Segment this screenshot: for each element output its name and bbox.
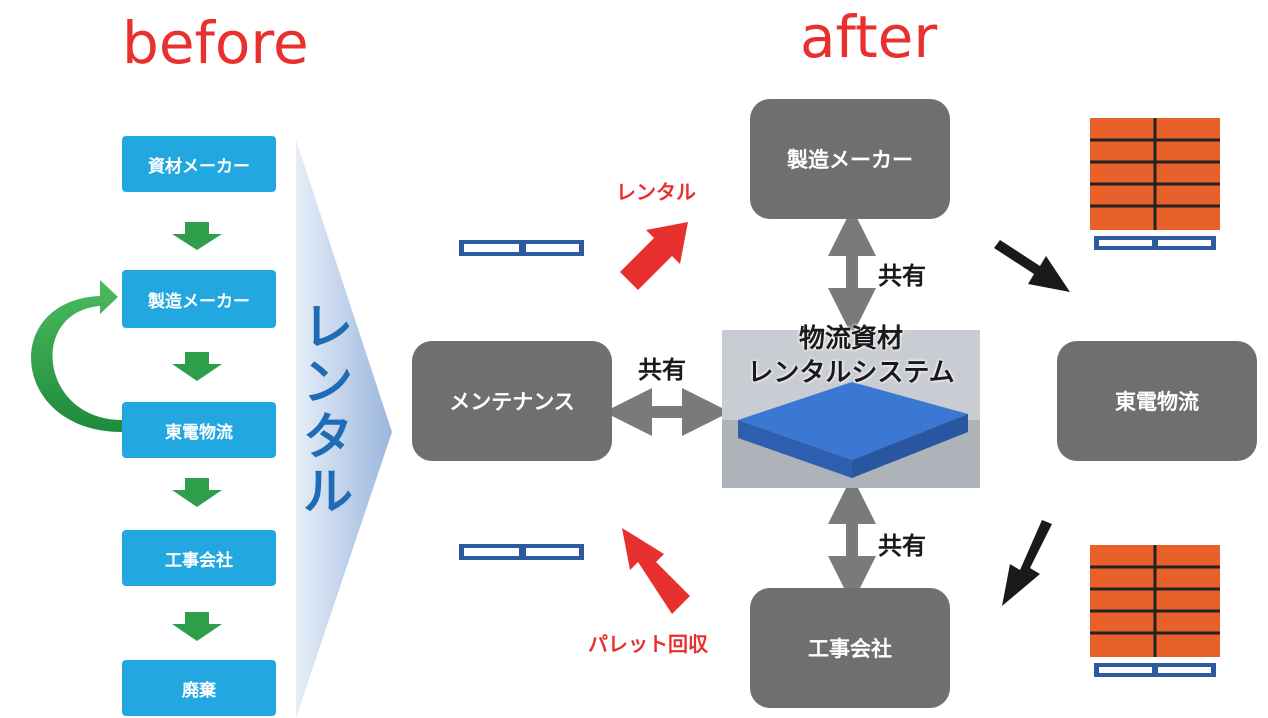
step-logistics: 東電物流: [122, 402, 276, 458]
step-down-arrows: [172, 222, 222, 641]
share-label-left: 共有: [638, 356, 686, 384]
rental-vertical-label: レンタル: [303, 298, 353, 521]
cargo-stack-bottom: [1090, 545, 1220, 677]
pallet-photo: [722, 330, 980, 488]
step-disposal: 廃棄: [122, 660, 276, 716]
rental-red-arrow: [620, 222, 688, 290]
cargo-stack-top: [1090, 118, 1220, 250]
center-title-line1: 物流資材: [798, 324, 903, 354]
red-arrows: [620, 222, 690, 614]
rental-triangle: [296, 140, 392, 718]
node-manufacturer: 製造メーカー: [750, 99, 950, 219]
down-arrow-4: [172, 612, 222, 641]
step-construction: 工事会社: [122, 530, 276, 586]
share-label-top: 共有: [878, 262, 926, 290]
node-logistics: 東電物流: [1057, 341, 1257, 461]
black-arrows: [994, 240, 1070, 606]
step-material-maker: 資材メーカー: [122, 136, 276, 192]
down-arrow-1: [172, 222, 222, 250]
loop-arrow: [31, 280, 122, 432]
black-arrow-top: [994, 240, 1070, 292]
return-red-arrow: [622, 528, 690, 614]
node-construction: 工事会社: [750, 588, 950, 708]
pallet-icon-top: [459, 240, 584, 256]
node-maintenance: メンテナンス: [412, 341, 612, 461]
rental-red-label: レンタル: [616, 180, 696, 204]
pallet-icons: [459, 240, 584, 560]
down-arrow-3: [172, 478, 222, 507]
black-arrow-bottom: [1002, 520, 1052, 606]
return-red-label: パレット回収: [588, 632, 708, 656]
after-title: after: [800, 3, 938, 71]
share-label-bottom: 共有: [878, 532, 926, 560]
step-manufacturer: 製造メーカー: [122, 270, 276, 328]
center-title-line2: レンタルシステム: [747, 358, 955, 388]
share-arrows: [604, 208, 876, 604]
down-arrow-2: [172, 352, 222, 381]
pallet-icon-bottom: [459, 544, 584, 560]
before-title: before: [122, 9, 309, 77]
